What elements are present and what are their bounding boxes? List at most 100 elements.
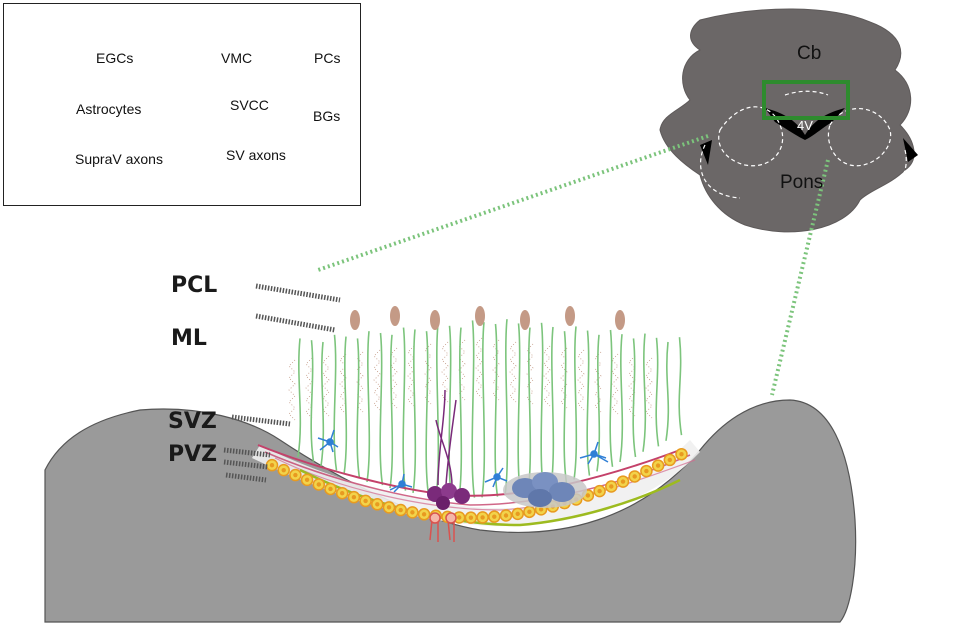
egc-nucleus: [480, 515, 485, 520]
brain-section: [659, 8, 918, 233]
legend-label-suprav-axons: SupraV axons: [75, 151, 163, 167]
bergmann-glia-fibers: [288, 306, 683, 498]
purkinje-soma: [615, 310, 625, 330]
purkinje-dendrite: [628, 355, 636, 417]
purkinje-dendrite: [526, 343, 534, 405]
bergmann-glia-fiber: [678, 337, 683, 436]
pvz-indicator-3: [225, 472, 267, 483]
egc-nucleus: [375, 502, 380, 507]
dashed-outline-bottom-left: [699, 144, 741, 199]
bergmann-glia-fiber: [504, 319, 509, 496]
astrocyte-2: [389, 473, 413, 493]
dashed-outline-center: [784, 90, 829, 96]
egc-nucleus: [492, 514, 497, 519]
purkinje-soma: [520, 310, 530, 330]
bergmann-glia-fiber: [412, 329, 417, 493]
astrocyte-3: [484, 467, 508, 488]
legend-label-egcs: EGCs: [96, 50, 134, 66]
bergmann-glia-fiber: [655, 337, 660, 447]
lateral-recess-right: [903, 138, 918, 162]
svz-band: [252, 440, 700, 527]
bergmann-glia-fiber: [458, 327, 463, 498]
bergmann-glia-fiber: [632, 338, 637, 458]
legend-label-sv-axons: SV axons: [226, 147, 286, 163]
bergmann-glia-fiber: [366, 331, 371, 483]
svz-indicator: [231, 414, 291, 427]
purkinje-soma: [430, 310, 440, 330]
egc-nucleus: [386, 505, 392, 510]
egc-nucleus: [679, 451, 684, 457]
svcc-cluster: [503, 472, 587, 508]
bergmann-glia-fiber: [425, 331, 430, 495]
egc-nucleus: [655, 463, 661, 468]
bergmann-glia-fiber: [563, 331, 568, 484]
bergmann-glia-fiber: [665, 341, 670, 441]
egc-nucleus: [293, 472, 298, 478]
egc-nucleus: [620, 479, 626, 484]
bergmann-glia-fiber: [310, 340, 315, 462]
egc-nucleus: [538, 507, 544, 512]
egc-nucleus: [363, 498, 368, 504]
bergmann-glia-fiber: [379, 332, 384, 486]
bergmann-glia-fiber: [517, 323, 522, 494]
dashed-outline-bottom-right: [879, 149, 907, 191]
bergmann-glia-fiber: [550, 326, 555, 487]
purkinje-soma: [350, 310, 360, 330]
legend-box: [3, 3, 361, 206]
bergmann-glia-fiber: [333, 334, 338, 471]
egc-nucleus: [632, 474, 637, 479]
bergmann-glia-fiber: [586, 330, 591, 476]
egc-nucleus: [644, 468, 649, 474]
label-4v: 4V: [797, 118, 813, 133]
bergmann-glia-fiber: [389, 334, 394, 489]
purkinje-dendrite: [594, 351, 602, 413]
purkinje-dendrite: [441, 341, 449, 403]
legend-label-pcs: PCs: [314, 50, 341, 66]
ml-indicator: [255, 313, 336, 333]
pvz-indicator-2: [223, 459, 269, 470]
egc-nucleus: [328, 486, 333, 492]
egc-nucleus: [281, 467, 286, 473]
egc-nucleus: [398, 507, 403, 513]
bergmann-glia-fiber: [481, 322, 486, 498]
purkinje-dendrite: [458, 339, 466, 401]
zoom-line-left: [317, 134, 709, 272]
lateral-recess-left: [700, 140, 712, 165]
legend-label-svcc: SVCC: [230, 97, 269, 113]
astrocyte-1: [317, 429, 339, 453]
dashed-outline-left: [718, 106, 784, 167]
purkinje-dendrite: [577, 349, 585, 411]
bergmann-glia-fiber: [619, 334, 624, 463]
bergmann-glia-fiber: [573, 326, 578, 480]
bergmann-glia-fiber: [540, 322, 545, 490]
bergmann-glia-fiber: [448, 325, 453, 498]
purkinje-dendrite: [645, 357, 653, 419]
bergmann-glia-fiber: [471, 320, 476, 498]
bergmann-glia-fiber: [642, 333, 647, 452]
egc-nucleus: [304, 477, 310, 483]
purkinje-dendrite: [475, 337, 483, 399]
purkinje-soma: [475, 306, 485, 326]
bergmann-glia-fiber: [356, 338, 361, 479]
legend-label-bgs: BGs: [313, 108, 341, 124]
label-pcl: PCL: [171, 273, 218, 298]
vmc-cluster: [427, 389, 470, 510]
bergmann-glia-fiber: [527, 327, 532, 492]
egc-nucleus: [340, 490, 345, 496]
dashed-outline-right: [827, 108, 892, 167]
purkinje-dendrite: [305, 357, 313, 419]
zoom-line-right: [770, 159, 830, 396]
astrocyte-4: [579, 441, 609, 465]
egc-nucleus: [503, 513, 509, 518]
egc-nucleus: [527, 509, 532, 515]
purkinje-dendrite: [322, 355, 330, 417]
egc-nucleus: [421, 512, 427, 517]
legend-label-vmc: VMC: [221, 50, 253, 66]
purkinje-dendrite: [492, 339, 500, 401]
bergmann-glia-fiber: [320, 341, 325, 467]
purkinje-dendrite: [373, 349, 381, 411]
purkinje-dendrite: [339, 353, 347, 415]
pcl-indicator: [255, 283, 341, 303]
bergmann-glia-fiber: [494, 323, 499, 497]
bergmann-glia-fiber: [402, 327, 407, 491]
